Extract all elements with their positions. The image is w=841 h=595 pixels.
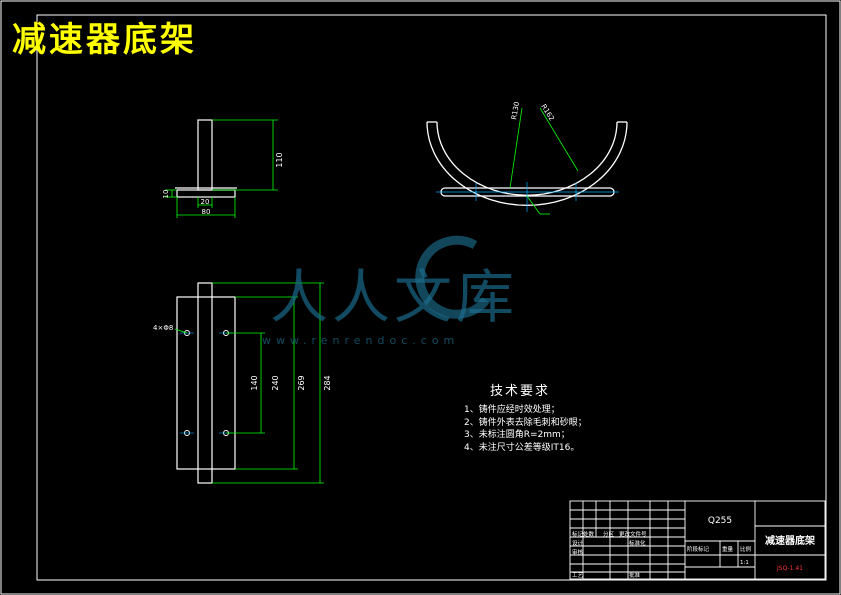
- title-cell-9: 阶段标记: [687, 545, 710, 553]
- dim-w1-20: 20: [201, 198, 210, 206]
- drawing-number: JSQ-1.41: [776, 565, 803, 572]
- side-view-dimensions: [165, 119, 278, 218]
- watermark-url: www.renrendoc.com: [262, 334, 460, 347]
- title-cell-2: 分区: [603, 530, 615, 538]
- side-view: [175, 119, 237, 198]
- radius-outer-label: R162: [539, 103, 555, 123]
- tech-item: 4、未注尺寸公差等级IT16。: [464, 442, 580, 453]
- tech-item: 2、铸件外表去除毛刺和砂眼；: [464, 417, 587, 428]
- dim-284: 284: [323, 375, 332, 390]
- front-view-centerlines: [436, 182, 619, 212]
- watermark-logo: [415, 235, 490, 319]
- title-cell-10: 重量: [722, 545, 734, 553]
- front-view-dimensions: [509, 107, 579, 215]
- watermark-text: 人人文库: [270, 263, 519, 331]
- title-cell-3: 更改文件号: [619, 530, 647, 538]
- dim-140: 140: [250, 375, 259, 390]
- drawing-title: 减速器底架: [12, 20, 197, 60]
- hole-callout: 4×Φ8: [153, 324, 173, 332]
- title-cell-11: 比例: [740, 545, 752, 553]
- title-cell-4: 设计: [572, 539, 584, 547]
- plan-view-holes: [184, 330, 229, 436]
- dim-small-10: 10: [162, 190, 170, 199]
- tech-item: 3、未标注圆角R=2mm；: [464, 430, 570, 440]
- part-name-label: 减速器底架: [765, 534, 815, 547]
- radius-inner-label: R130: [510, 101, 521, 120]
- title-block: [569, 500, 826, 580]
- title-cell-12: 1:1: [740, 560, 749, 566]
- dim-240: 240: [271, 375, 280, 390]
- title-cell-7: 工艺: [572, 572, 584, 579]
- tech-requirements-list: 1、铸件应经时效处理； 2、铸件外表去除毛刺和砂眼； 3、未标注圆角R=2mm；…: [464, 404, 587, 454]
- title-cell-1: 标记处数: [572, 530, 595, 538]
- title-cell-6: 审核: [572, 548, 584, 556]
- dim-w2-80: 80: [202, 208, 211, 216]
- plan-view-dimensions: [174, 282, 324, 484]
- tech-requirements-heading: 技术要求: [490, 384, 551, 399]
- dim-269: 269: [297, 375, 306, 390]
- title-cell-8: 批准: [629, 571, 641, 579]
- drawing-frame: [36, 14, 827, 581]
- dim-height-110: 110: [275, 152, 284, 167]
- plan-view-centerlines: [180, 332, 233, 434]
- plan-view: [176, 282, 236, 484]
- tech-item: 1、铸件应经时效处理；: [464, 405, 560, 415]
- material-label: Q255: [708, 516, 732, 526]
- title-cell-5: 标准化: [629, 539, 646, 547]
